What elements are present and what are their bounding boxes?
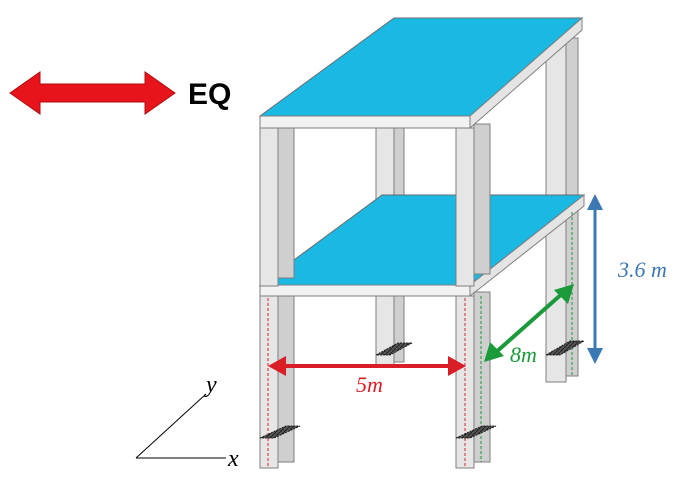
column-back-right-upper: [545, 37, 579, 211]
depth-dimension-label: 8m: [510, 342, 537, 367]
earthquake-arrow: [9, 71, 176, 115]
depth-dimension-arrow: [484, 284, 574, 362]
width-dimension-arrow: [268, 356, 466, 376]
column-front-left-upper: [259, 127, 295, 287]
floor-slab-middle: [258, 193, 586, 298]
base-plate: [455, 425, 497, 439]
earthquake-label: EQ: [188, 78, 231, 111]
height-dimension-arrow: [587, 194, 603, 364]
column-front-right-upper: [455, 123, 491, 287]
base-plate: [375, 342, 413, 356]
column-front-left-lower: [259, 295, 295, 469]
column-front-right-lower: [455, 291, 491, 469]
base-plate: [259, 425, 301, 439]
y-axis-label: y: [204, 372, 217, 398]
axis-indicator: [135, 393, 226, 459]
x-axis-label: x: [227, 446, 239, 472]
floor-slab-top: [258, 16, 584, 130]
height-dimension-label: 3.6 m: [617, 257, 667, 282]
width-dimension-label: 5m: [356, 372, 383, 397]
base-plate: [544, 340, 586, 356]
